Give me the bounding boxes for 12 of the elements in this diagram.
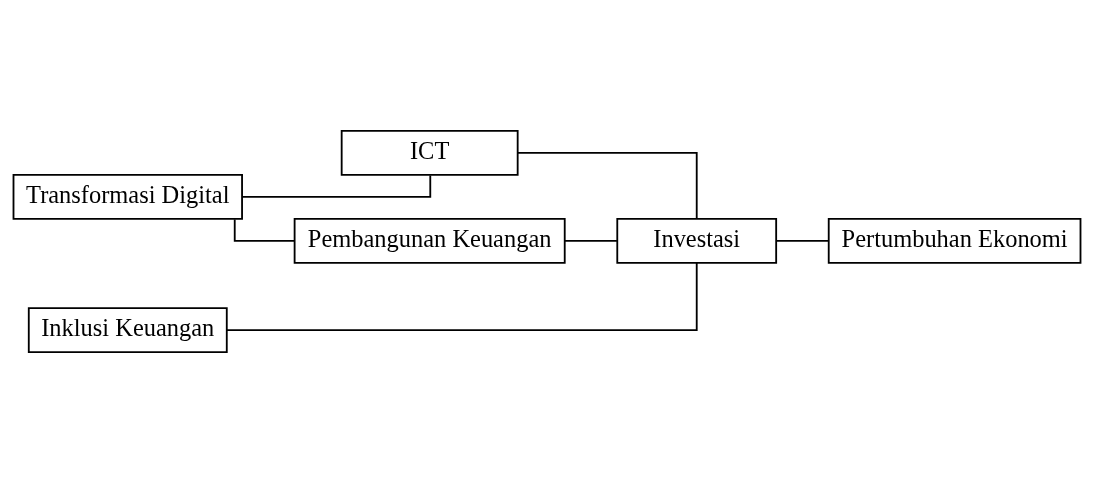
connector — [233, 218, 296, 242]
node-box: Pembangunan Keuangan — [293, 217, 566, 264]
connector — [225, 262, 698, 332]
node-box: ICT — [340, 129, 519, 176]
connector — [241, 174, 432, 198]
node-box: Inklusi Keuangan — [27, 307, 228, 354]
connector — [563, 239, 618, 242]
connector — [516, 151, 698, 220]
node-box: Pertumbuhan Ekonomi — [827, 217, 1082, 264]
node-box: Investasi — [616, 217, 778, 264]
connector — [775, 239, 830, 242]
node-box: Transformasi Digital — [12, 173, 243, 220]
